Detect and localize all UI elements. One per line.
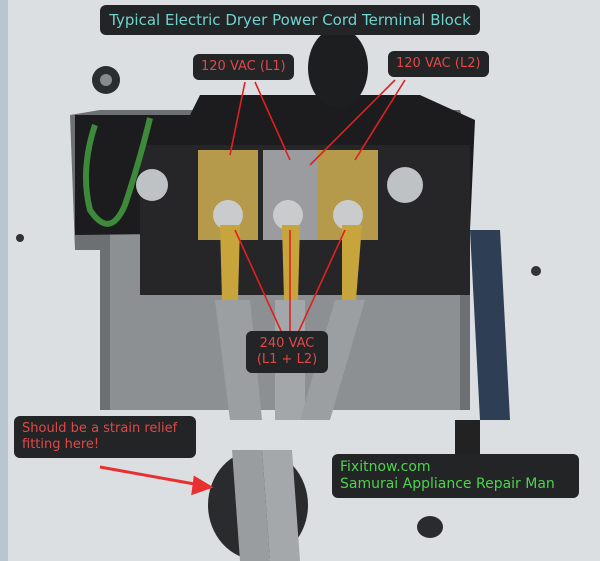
label-240vac: 240 VAC (L1 + L2): [246, 331, 328, 373]
label-120vac-l1: 120 VAC (L1): [193, 54, 294, 80]
credit-label: Fixitnow.com Samurai Appliance Repair Ma…: [332, 454, 579, 498]
label-240vac-line1: 240 VAC: [259, 336, 315, 351]
label-120vac-l2: 120 VAC (L2): [388, 51, 489, 77]
label-strain-line1: Should be a strain relief: [22, 421, 178, 436]
credit-line2: Samurai Appliance Repair Man: [340, 476, 555, 492]
title-label: Typical Electric Dryer Power Cord Termin…: [100, 5, 480, 35]
label-strain-line2: fitting here!: [22, 437, 100, 452]
credit-line1: Fixitnow.com: [340, 459, 431, 475]
label-120vac-l2-text: 120 VAC (L2): [396, 56, 481, 71]
label-strain-relief: Should be a strain relief fitting here!: [14, 416, 196, 458]
label-240vac-line2: (L1 + L2): [256, 352, 318, 367]
label-120vac-l1-text: 120 VAC (L1): [201, 59, 286, 74]
